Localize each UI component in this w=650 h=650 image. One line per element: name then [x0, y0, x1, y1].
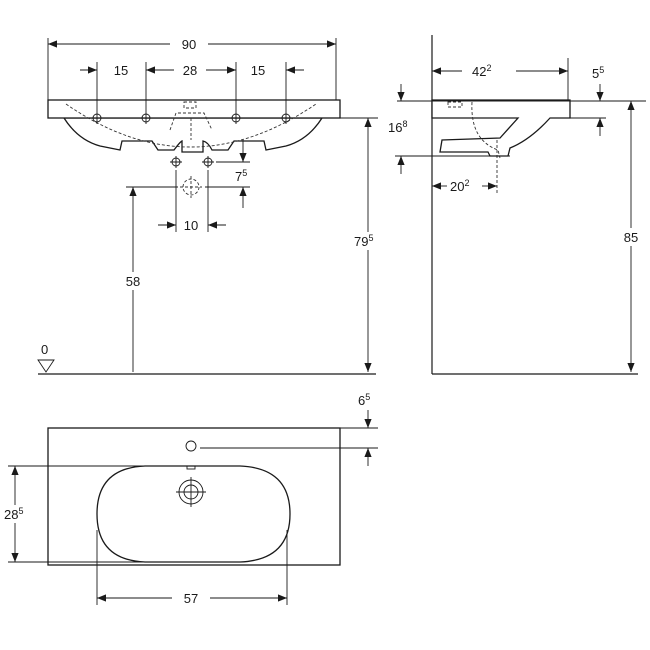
floor-level-label: 0 — [41, 342, 48, 357]
dim-bowl-depth: 285 — [4, 506, 23, 522]
side-tap-hidden — [447, 101, 463, 108]
dim-waste-height: 58 — [126, 274, 140, 289]
dim-overall-width: 90 — [182, 37, 196, 52]
dim-waste-depth: 202 — [450, 178, 469, 194]
dim-tap-spacing-left: 15 — [114, 63, 128, 78]
side-view: 422 55 168 202 85 — [388, 35, 646, 375]
overflow-icon — [186, 465, 196, 470]
basin-front-rim — [47, 99, 341, 119]
drain-icon — [176, 477, 206, 507]
dim-drain-offset: 75 — [235, 168, 247, 184]
bowl-top-outline — [96, 465, 291, 563]
front-view: 90 15 28 15 75 10 58 795 — [37, 37, 382, 375]
dim-underside-height: 795 — [354, 233, 373, 249]
top-view: 65 285 57 — [2, 392, 378, 606]
basin-side-body — [431, 99, 571, 157]
floor-level-marker-icon — [37, 359, 55, 373]
tap-hole-icon — [185, 440, 197, 452]
dim-fixing-spacing: 10 — [184, 218, 198, 233]
bowl-hidden-line — [65, 103, 317, 148]
dim-tap-spacing-right: 15 — [251, 63, 265, 78]
side-bowl-hidden — [471, 101, 501, 159]
dim-total-height: 85 — [624, 230, 638, 245]
basin-front-body — [62, 117, 324, 153]
overflow-hidden-line — [169, 112, 213, 131]
tap-hole-markers — [91, 112, 292, 198]
dim-tap-hole-offset: 65 — [358, 392, 370, 408]
dim-depth: 422 — [472, 63, 491, 79]
dim-tap-spacing-middle: 28 — [183, 63, 197, 78]
tap-hole-hidden — [183, 101, 197, 109]
dim-rim-thickness: 55 — [592, 65, 604, 81]
dim-basin-height: 168 — [388, 119, 407, 135]
dim-bowl-width: 57 — [184, 591, 198, 606]
